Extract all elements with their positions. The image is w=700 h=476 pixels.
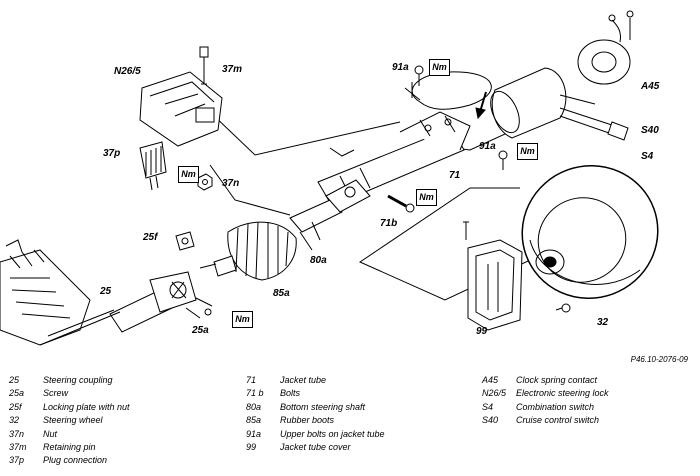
legend-code: 37m bbox=[9, 441, 27, 452]
legend-item: A45 Clock spring contact bbox=[482, 374, 609, 387]
legend-code: 99 bbox=[246, 441, 257, 452]
legend-text: Steering wheel bbox=[43, 415, 103, 426]
legend-item: 91a Upper bolts on jacket tube bbox=[246, 428, 385, 441]
locking-plate-icon bbox=[175, 231, 195, 251]
legend-text: Locking plate with nut bbox=[43, 401, 130, 412]
legend-code: 71 bbox=[246, 375, 257, 385]
callout-25f: 25f bbox=[143, 232, 158, 243]
steering-lock-icon bbox=[139, 71, 223, 147]
legend-item: 37n Nut bbox=[9, 428, 130, 441]
legend-item: 32 Steering wheel bbox=[9, 414, 130, 427]
bolt-71b-icon bbox=[387, 194, 415, 213]
clock-spring-icon bbox=[577, 10, 634, 85]
callout-n26-5: N26/5 bbox=[114, 66, 141, 77]
legend-item: 25a Screw bbox=[9, 387, 130, 400]
legend-text: Cruise control switch bbox=[516, 415, 600, 426]
retaining-pin-icon bbox=[199, 46, 209, 85]
legend-code: 25a bbox=[9, 388, 25, 399]
legend-code: 85a bbox=[246, 415, 262, 426]
legend-code: 37n bbox=[9, 428, 25, 439]
legend-text: Upper bolts on jacket tube bbox=[280, 428, 385, 439]
legend-text: Nut bbox=[43, 428, 58, 439]
legend-item: 71 Jacket tube bbox=[246, 374, 385, 387]
legend-item: 80a Bottom steering shaft bbox=[246, 401, 385, 414]
legend-item: S4 Combination switch bbox=[482, 401, 609, 414]
legend-item: N26/5 Electronic steering lock bbox=[482, 387, 609, 400]
legend-text: Jacket tube bbox=[280, 375, 327, 385]
legend-code: S40 bbox=[482, 415, 499, 426]
legend-code: 80a bbox=[246, 401, 262, 412]
torque-badge: Nm bbox=[178, 166, 199, 183]
legend-text: Plug connection bbox=[43, 455, 108, 466]
legend-text: Electronic steering lock bbox=[516, 388, 609, 399]
wiring-loop bbox=[411, 71, 492, 110]
legend-text: Screw bbox=[43, 388, 69, 399]
legend-text: Retaining pin bbox=[43, 441, 96, 452]
callout-s4: S4 bbox=[641, 151, 654, 162]
rubber-boot-icon bbox=[199, 221, 297, 281]
torque-badge: Nm bbox=[429, 59, 450, 76]
callout-32: 32 bbox=[597, 317, 609, 328]
group-line-lock bbox=[209, 111, 401, 156]
legend-text: Steering coupling bbox=[43, 375, 113, 385]
legend-column-3: A45 Clock spring contact N26/5 Electronic … bbox=[482, 374, 609, 428]
legend-text: Combination switch bbox=[516, 401, 595, 412]
callout-91a-mid: 91a bbox=[479, 141, 496, 152]
legend-item: 25f Locking plate with nut bbox=[9, 401, 130, 414]
legend-text: Bolts bbox=[280, 388, 301, 399]
legend-code: N26/5 bbox=[482, 388, 507, 399]
legend-text: Bottom steering shaft bbox=[280, 401, 366, 412]
bottom-steering-shaft-icon bbox=[289, 147, 371, 251]
legend-text: Clock spring contact bbox=[516, 375, 598, 385]
legend-column-1: 25 Steering coupling 25a Screw 25f Locking … bbox=[9, 374, 130, 468]
callout-71b: 71b bbox=[380, 218, 398, 229]
callout-37m: 37m bbox=[222, 64, 243, 75]
callout-85a: 85a bbox=[273, 288, 290, 299]
legend-code: 25f bbox=[9, 401, 22, 412]
steering-gear-icon bbox=[0, 239, 121, 346]
callout-37n: 37n bbox=[222, 178, 240, 189]
torque-badge: Nm bbox=[416, 189, 437, 206]
screw-32-icon bbox=[555, 303, 571, 313]
legend-item: 85a Rubber boots bbox=[246, 414, 385, 427]
torque-badge: Nm bbox=[517, 143, 538, 160]
nut-37n-icon bbox=[197, 173, 213, 191]
legend-code: 32 bbox=[9, 415, 20, 426]
legend-item: 37m Retaining pin bbox=[9, 441, 130, 454]
steering-coupling-icon bbox=[109, 271, 213, 333]
legend-code: 91a bbox=[246, 428, 262, 439]
callout-25a: 25a bbox=[192, 325, 209, 336]
legend-code: A45 bbox=[482, 375, 499, 385]
legend-code: 71 b bbox=[246, 388, 264, 399]
jacket-tube-cover-icon bbox=[463, 221, 523, 331]
upper-bolt-91a-mid bbox=[498, 150, 508, 170]
callout-91a-top: 91a bbox=[392, 62, 409, 73]
legend-item: 99 Jacket tube cover bbox=[246, 441, 385, 454]
legend-code: 25 bbox=[9, 375, 20, 385]
callout-25: 25 bbox=[100, 286, 112, 297]
callout-80a: 80a bbox=[310, 255, 327, 266]
legend-item: 71 b Bolts bbox=[246, 387, 385, 400]
legend-code: 37p bbox=[9, 455, 25, 466]
legend-text: Rubber boots bbox=[280, 415, 335, 426]
legend-column-2: 71 Jacket tube 71 b Bolts 80a Bottom steeri… bbox=[246, 374, 385, 454]
upper-bolt-91a-top bbox=[414, 65, 424, 86]
legend-item: S40 Cruise control switch bbox=[482, 414, 609, 427]
legend-text: Jacket tube cover bbox=[280, 441, 351, 452]
combination-switch-icon bbox=[490, 67, 629, 141]
group-line-37n bbox=[209, 164, 291, 216]
torque-badge: Nm bbox=[232, 311, 253, 328]
steering-wheel-icon bbox=[521, 165, 659, 299]
callout-a45: A45 bbox=[641, 81, 660, 92]
legend-item: 37p Plug connection bbox=[9, 454, 130, 467]
callout-37p: 37p bbox=[103, 148, 121, 159]
callout-99: 99 bbox=[476, 326, 488, 337]
callout-s40: S40 bbox=[641, 125, 659, 136]
plug-connection-icon bbox=[139, 141, 167, 191]
legend-code: S4 bbox=[482, 401, 494, 412]
callout-71: 71 bbox=[449, 170, 461, 181]
legend-item: 25 Steering coupling bbox=[9, 374, 130, 387]
figure-reference: P46.10-2076-09 bbox=[630, 355, 688, 364]
